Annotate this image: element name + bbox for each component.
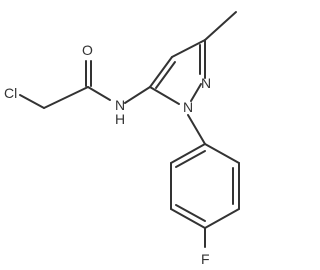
- bond-carbonyl-nitrogen: [87, 86, 111, 101]
- bond-c3-methyl: [204, 11, 237, 41]
- phenyl-bond-1: [204, 143, 240, 164]
- ring-bond-c4-c3: [171, 39, 206, 58]
- phenyl-bond-3: [204, 208, 240, 229]
- phenyl-double-6: [175, 150, 206, 168]
- ring-bond-n1-c5: [149, 86, 180, 105]
- ring-double-c5-c4: [155, 61, 176, 89]
- phenyl-bond-6: [170, 143, 206, 164]
- ring-bond-c5-c4: [149, 56, 173, 88]
- phenyl-bond-4: [170, 208, 206, 229]
- amide-nitrogen-label: N: [115, 97, 125, 113]
- bond-n1-phenyl: [187, 114, 206, 145]
- chemical-structure-canvas: Cl O N H N N F: [4, 11, 240, 267]
- fluorine-label: F: [201, 251, 210, 267]
- ring-bond-n2-n1: [190, 83, 202, 102]
- oxygen-label: O: [82, 42, 93, 58]
- chlorine-label: Cl: [4, 85, 17, 101]
- molecule-diagram: Cl O N H N N F: [4, 11, 240, 267]
- bond-ch2-carbonyl: [43, 86, 89, 109]
- ring-nitrogen-1-label: N: [183, 99, 193, 115]
- phenyl-double-4: [175, 204, 206, 222]
- bond-cl-ch2: [19, 94, 45, 109]
- bond-nh-ring: [124, 86, 151, 104]
- ring-nitrogen-2-label: N: [201, 75, 211, 91]
- amide-hydrogen-label: H: [115, 111, 125, 127]
